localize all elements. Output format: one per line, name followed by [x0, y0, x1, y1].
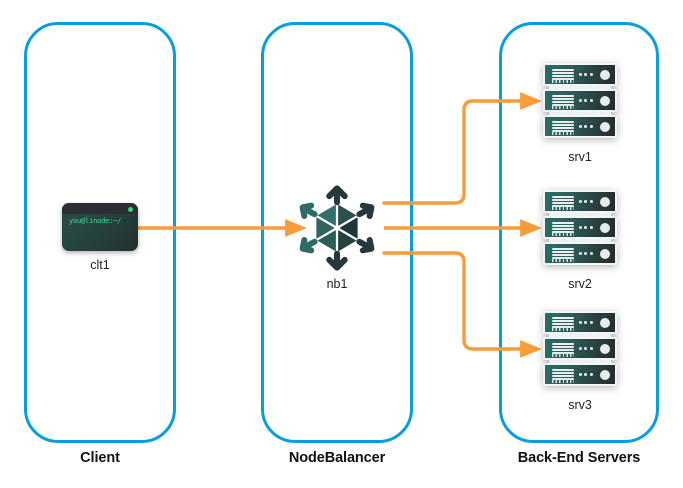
- server-rack-icon-srv1: [543, 63, 617, 139]
- rack-ticks-icon: [552, 352, 574, 357]
- group-box-client: [24, 22, 176, 443]
- rack-ticks-icon: [552, 326, 574, 331]
- rack-circle-icon: [600, 317, 610, 328]
- rack-circle-icon: [600, 343, 610, 354]
- node-label-clt1: clt1: [90, 258, 110, 272]
- rack-divider: [549, 213, 611, 216]
- rack-dots-icon: [579, 200, 593, 203]
- rack-ticks-icon: [552, 78, 574, 83]
- rack-ticks-icon: [552, 231, 574, 236]
- group-label-nodebalancer: NodeBalancer: [288, 450, 386, 466]
- rack-ticks-icon: [552, 130, 574, 135]
- rack-divider: [549, 360, 611, 363]
- rack-unit: [543, 363, 617, 386]
- hexagon-core: [316, 203, 358, 253]
- rack-divider: [549, 86, 611, 89]
- terminal-titlebar: [62, 203, 138, 214]
- rack-circle-icon: [600, 248, 610, 259]
- rack-dots-icon: [579, 125, 593, 128]
- rack-circle-icon: [600, 95, 610, 106]
- node-label-srv1: srv1: [568, 150, 592, 164]
- rack-circle-icon: [600, 69, 610, 80]
- rack-unit: [543, 311, 617, 334]
- rack-dots-icon: [579, 321, 593, 324]
- terminal-icon: you@linode:~/: [62, 203, 138, 251]
- rack-dots-icon: [579, 73, 593, 76]
- server-rack-icon-srv3: [543, 311, 617, 387]
- rack-ticks-icon: [552, 378, 574, 383]
- group-label-client: Client: [80, 450, 120, 466]
- rack-dots-icon: [579, 373, 593, 376]
- rack-dots-icon: [579, 252, 593, 255]
- rack-unit: [543, 115, 617, 138]
- rack-unit: [543, 89, 617, 112]
- rack-circle-icon: [600, 196, 610, 207]
- rack-dots-icon: [579, 226, 593, 229]
- rack-circle-icon: [600, 222, 610, 233]
- node-label-srv2: srv2: [568, 277, 592, 291]
- rack-unit: [543, 337, 617, 360]
- rack-circle-icon: [600, 369, 610, 380]
- rack-divider: [549, 334, 611, 337]
- rack-dots-icon: [579, 347, 593, 350]
- rack-unit: [543, 190, 617, 213]
- rack-unit: [543, 63, 617, 86]
- rack-ticks-icon: [552, 104, 574, 109]
- server-rack-icon-srv2: [543, 190, 617, 266]
- rack-unit: [543, 242, 617, 265]
- rack-unit: [543, 216, 617, 239]
- group-box-nodebalancer: [261, 22, 413, 443]
- rack-ticks-icon: [552, 205, 574, 210]
- rack-divider: [549, 112, 611, 115]
- terminal-prompt-text: you@linode:~/: [69, 217, 122, 225]
- rack-dots-icon: [579, 99, 593, 102]
- node-label-nb1: nb1: [326, 277, 348, 291]
- rack-divider: [549, 239, 611, 242]
- group-box-backend: [499, 22, 659, 443]
- rack-circle-icon: [600, 121, 610, 132]
- rack-ticks-icon: [552, 257, 574, 262]
- nodebalancer-hexagon-icon: [294, 185, 380, 271]
- group-label-backend: Back-End Servers: [517, 450, 641, 466]
- node-label-srv3: srv3: [568, 398, 592, 412]
- status-dot-icon: [128, 206, 133, 212]
